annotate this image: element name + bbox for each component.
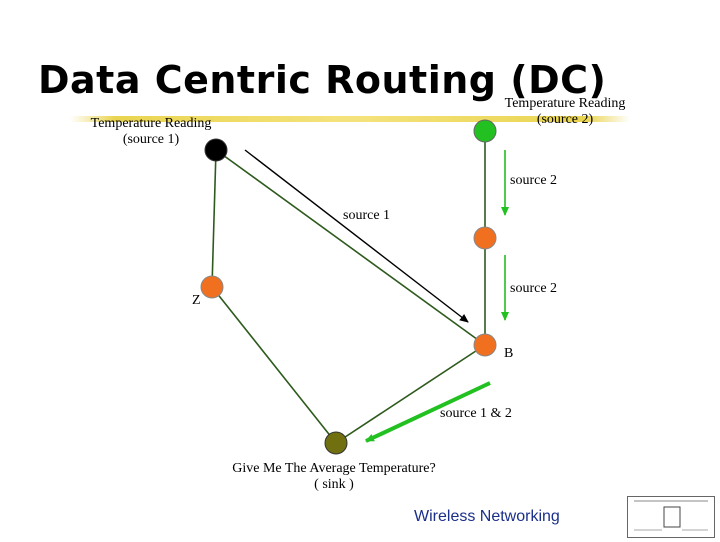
node-b [473, 333, 497, 357]
label-sink-line1: Give Me The Average Temperature? [232, 461, 436, 476]
institution-logo [627, 496, 715, 538]
label-source1-line2: (source 1) [122, 132, 180, 147]
page-title: Data Centric Routing (DC) [38, 58, 607, 102]
label-source2-lower: source 2 [510, 281, 558, 296]
title-underline [70, 116, 630, 122]
footer-text: Wireless Networking [414, 508, 560, 525]
node-sink [324, 431, 348, 455]
label-source1-line1: Temperature Reading [90, 116, 212, 131]
node-relay [473, 226, 497, 250]
edge-b-sink [335, 344, 486, 444]
label-b: B [504, 346, 514, 361]
edge-z-sink [211, 286, 337, 444]
label-source2-upper: source 2 [510, 173, 558, 188]
edge-source1-b [215, 149, 486, 346]
label-sink-line2: ( sink ) [314, 477, 354, 492]
label-z: Z [192, 293, 201, 308]
label-source1-2: source 1 & 2 [440, 406, 512, 421]
label-source2-line2: (source 2) [536, 112, 594, 127]
node-source1 [204, 138, 228, 162]
node-source2 [473, 119, 497, 143]
arrow-b-to-sink [365, 381, 491, 443]
arrow-source1-to-b [244, 149, 469, 323]
logo-mark [634, 500, 708, 531]
label-source2: Temperature Reading (source 2) [494, 96, 636, 128]
label-source2-line1: Temperature Reading [504, 96, 626, 111]
label-source1: Temperature Reading (source 1) [80, 116, 222, 148]
edge-source1-z [211, 149, 217, 288]
node-z [200, 275, 224, 299]
label-sink: Give Me The Average Temperature? ( sink … [212, 461, 456, 493]
label-source1-mid: source 1 [343, 208, 391, 223]
